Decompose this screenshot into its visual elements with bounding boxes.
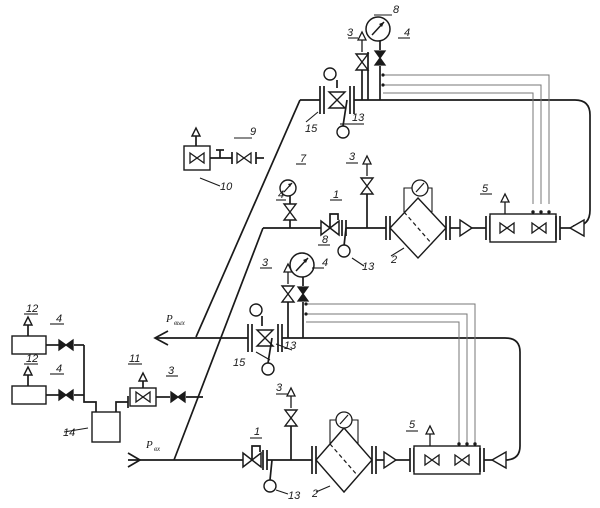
- label-4-left-bottom: 4: [56, 363, 62, 375]
- upper-outlet-line: [319, 16, 591, 227]
- pressure-labels: P вых P вх: [145, 313, 186, 453]
- gauge-13-bottom: [263, 479, 277, 493]
- valve-4-mid: [283, 203, 297, 221]
- inlet-manifold: [173, 227, 264, 461]
- upper-regulator-line: [263, 155, 585, 260]
- label-3-lower: 3: [276, 382, 283, 394]
- gauge-13-upper: [336, 125, 350, 139]
- vent-mid-3: [362, 155, 372, 177]
- unit-12-top: [11, 335, 47, 355]
- aux-left-group: [11, 315, 203, 443]
- label-12-top: 12: [26, 303, 38, 315]
- label-1-upper: 1: [333, 189, 339, 201]
- tank-14: [91, 411, 121, 443]
- valve-3-lower-riser: [281, 285, 295, 303]
- outlet-pressure-sub: вых: [174, 319, 186, 327]
- label-5-lower: 5: [409, 419, 416, 431]
- label-8-upper: 8: [393, 4, 400, 16]
- label-2-upper: 2: [390, 254, 397, 266]
- shutoff-valve-15-lower: [247, 303, 283, 352]
- valve-4-upper: [374, 50, 386, 66]
- label-3-lower-riser: 3: [262, 257, 269, 269]
- valve-4-left-bottom: [58, 389, 74, 401]
- label-7: 7: [300, 153, 307, 165]
- inlet-pressure-symbol: P: [145, 439, 153, 451]
- vent-upper-3: [357, 31, 367, 53]
- regulator-5-lower: [413, 445, 481, 475]
- regulator-vent-upper: [500, 193, 510, 215]
- aux-regulator-10: [183, 126, 264, 171]
- label-10: 10: [220, 181, 233, 193]
- label-4-upper: 4: [404, 27, 410, 39]
- label-12-bottom: 12: [26, 353, 38, 365]
- gauge-8-upper: [365, 16, 391, 42]
- label-13-bottom: 13: [288, 490, 301, 502]
- valve-3-mid: [360, 177, 374, 195]
- lower-outlet-line: [247, 252, 521, 461]
- regulator-vent-lower: [425, 425, 435, 447]
- manifolds: [155, 99, 320, 461]
- valve-9: [236, 152, 252, 164]
- label-13-upper: 13: [352, 112, 365, 124]
- shutoff-valve-15-upper: [319, 67, 355, 114]
- outlet-arrow: [153, 330, 169, 346]
- label-3-left: 3: [168, 365, 175, 377]
- valve-4-lower: [297, 286, 309, 302]
- inlet-arrow: [127, 452, 174, 468]
- label-3-upper: 3: [347, 27, 354, 39]
- gauge-13-lower: [261, 362, 275, 376]
- label-11: 11: [129, 353, 140, 365]
- unit-12-bottom: [11, 385, 47, 405]
- label-5-upper: 5: [482, 183, 489, 195]
- valve-3-lower: [284, 409, 298, 427]
- vent-lower-3: [286, 387, 296, 409]
- label-4-left-top: 4: [56, 313, 62, 325]
- label-8-lower: 8: [322, 234, 329, 246]
- label-4-mid: 4: [278, 189, 284, 201]
- valve-4-left-top: [58, 339, 74, 351]
- gauge-8-lower: [289, 252, 315, 278]
- label-13-mid: 13: [362, 261, 375, 273]
- outlet-pressure-symbol: P: [165, 313, 173, 325]
- leader-lines: [24, 14, 492, 495]
- label-4-lower: 4: [322, 257, 328, 269]
- valve-3-left: [170, 391, 186, 403]
- label-14: 14: [63, 427, 75, 439]
- label-3-mid: 3: [349, 151, 356, 163]
- callout-labels: 8 3 4 13 15 9 10 7 3 4 1 5 2 13 8 3 4 15…: [26, 4, 489, 502]
- label-15-upper: 15: [305, 123, 318, 135]
- label-13-lower: 13: [284, 340, 297, 352]
- valve-3-upper: [355, 53, 369, 71]
- label-9: 9: [250, 126, 256, 138]
- label-2-lower: 2: [311, 488, 318, 500]
- inlet-pressure-sub: вх: [154, 445, 161, 453]
- label-15-lower: 15: [233, 357, 246, 369]
- label-1-lower: 1: [254, 426, 260, 438]
- lower-regulator-line: [174, 387, 507, 494]
- gauge-13-mid: [337, 244, 351, 258]
- outlet-manifold: [195, 99, 301, 338]
